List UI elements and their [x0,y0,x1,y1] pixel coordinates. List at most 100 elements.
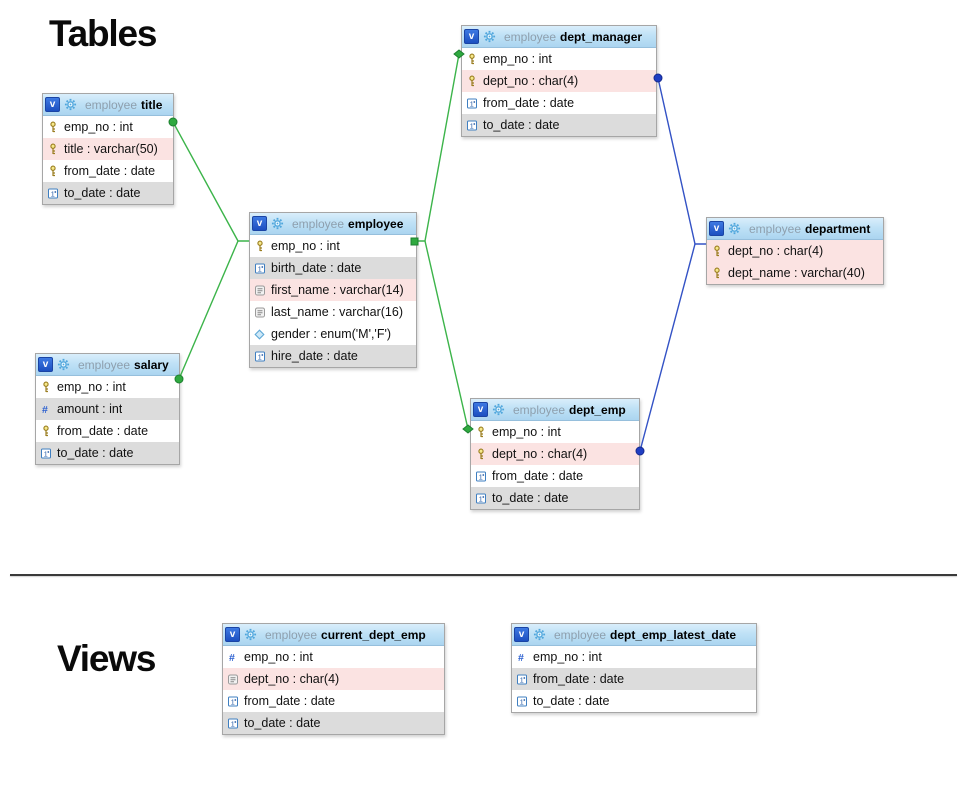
column-label: to_date : date [483,118,560,132]
table-name: department [805,221,871,236]
gear-icon [271,217,284,230]
table-name: employee [348,216,404,231]
column-row[interactable]: emp_no : int [36,376,179,398]
rel-title-employee [168,117,249,242]
svg-text:1: 1 [230,719,234,728]
date-icon: 1 [516,696,527,707]
column-row[interactable]: #emp_no : int [512,646,756,668]
text-icon [254,285,265,296]
column-row[interactable]: emp_no : int [462,48,656,70]
column-row[interactable]: #amount : int [36,398,179,420]
column-label: from_date : date [492,469,584,483]
enum-icon [254,328,265,340]
column-row[interactable]: from_date : date [43,160,173,182]
gear-icon [244,628,257,641]
view-badge-icon: v [709,221,724,236]
column-row[interactable]: dept_name : varchar(40) [707,262,883,284]
column-label: last_name : varchar(16) [271,305,404,319]
date-icon: 1 [40,448,51,459]
column-row[interactable]: from_date : date [36,420,179,442]
schema-label: employee [513,402,566,417]
column-label: from_date : date [244,694,336,708]
column-label: emp_no : int [271,239,340,253]
column-row[interactable]: 1 to_date : date [462,114,656,136]
table-name: dept_emp [569,402,626,417]
column-row[interactable]: title : varchar(50) [43,138,173,160]
gear-icon [483,30,496,43]
views-heading: Views [57,638,156,679]
column-row[interactable]: 1 to_date : date [512,690,756,712]
svg-text:1: 1 [230,697,234,706]
column-row[interactable]: emp_no : int [471,421,639,443]
gear-icon [533,628,546,641]
column-row[interactable]: emp_no : int [43,116,173,138]
schema-label: employee [504,29,557,44]
key-icon [475,448,486,460]
svg-text:1: 1 [50,189,54,198]
schema-label: employee [749,221,802,236]
column-label: first_name : varchar(14) [271,283,404,297]
column-row[interactable]: last_name : varchar(16) [250,301,416,323]
number-icon: # [227,651,238,663]
schema-label: employee [265,627,318,642]
date-icon: 1 [516,674,527,685]
svg-text:1: 1 [43,449,47,458]
svg-text:1: 1 [257,352,261,361]
column-label: amount : int [57,402,123,416]
column-label: to_date : date [533,694,610,708]
key-icon [47,143,58,155]
column-row[interactable]: # emp_no : int [223,646,444,668]
date-icon: 1 [466,120,477,131]
column-row[interactable]: emp_no : int [250,235,416,257]
column-row[interactable]: dept_no : char(4) [223,668,444,690]
column-label: emp_no : int [244,650,313,664]
date-icon: 1 [254,351,265,362]
svg-text:1: 1 [478,472,482,481]
table-name: title [141,97,163,112]
svg-text:1: 1 [469,121,473,130]
column-row[interactable]: dept_no : char(4) [471,443,639,465]
text-icon [254,307,265,318]
rel-dept-manager-employee [410,49,465,246]
key-icon [466,75,477,87]
column-label: dept_no : char(4) [483,74,579,88]
column-row[interactable]: gender : enum('M','F') [250,323,416,345]
column-row[interactable]: 1 from_date : date [223,690,444,712]
key-icon [47,121,58,133]
column-row[interactable]: 1 from_date : date [471,465,639,487]
number-icon: # [516,651,527,663]
column-label: from_date : date [483,96,575,110]
column-label: emp_no : int [64,120,133,134]
svg-text:1: 1 [519,697,523,706]
column-row[interactable]: first_name : varchar(14) [250,279,416,301]
text-icon [227,674,238,685]
column-row[interactable]: dept_no : char(4) [707,240,883,262]
column-label: emp_no : int [483,52,552,66]
column-row[interactable]: dept_no : char(4) [462,70,656,92]
